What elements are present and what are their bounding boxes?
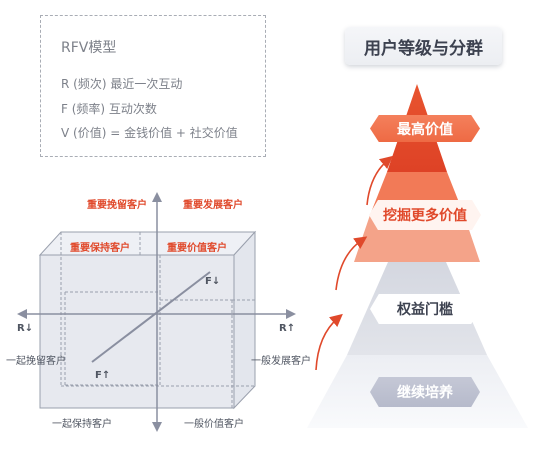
cube-internal-lines	[60, 232, 255, 408]
rfv-line-r: R (频次) 最近一次互动	[61, 77, 183, 91]
label-f-up: F↑	[95, 370, 111, 381]
tier-benefit-threshold: 权益门槛	[370, 294, 480, 324]
tier-top-value: 最高价值	[370, 115, 480, 142]
rfv-legend-box: RFV模型 R (频次) 最近一次互动 F (频率) 互动次数 V (价值) =…	[40, 15, 266, 157]
rfv-line-v: V (价值) = 金钱价值 + 社交价值	[61, 126, 238, 140]
label-f-down: F↓	[205, 276, 221, 287]
cube-front-face	[39, 254, 235, 409]
label-r-up: R↑	[279, 323, 296, 334]
tier-mine-more-value: 挖掘更多价值	[369, 200, 481, 230]
label-general-keep: 一起保持客户	[52, 419, 112, 430]
cube	[38, 230, 257, 410]
label-important-value: 重要价值客户	[167, 243, 227, 254]
pyramid-title: 用户等级与分群	[345, 27, 502, 65]
tier-continue-nurture: 继续培养	[370, 377, 480, 407]
rfv-line-f: F (频率) 互动次数	[61, 102, 157, 116]
rfv-title: RFV模型	[61, 40, 117, 56]
cube-side-face	[233, 230, 256, 410]
label-general-value: 一般价值客户	[184, 419, 244, 430]
label-general-develop: 一般发展客户	[251, 356, 311, 367]
label-important-retain: 重要挽留客户	[87, 200, 147, 211]
growth-arrows	[315, 155, 393, 371]
label-general-retain: 一起挽留客户	[6, 356, 66, 367]
axes	[17, 192, 296, 432]
label-r-down: R↓	[17, 323, 34, 334]
label-important-develop: 重要发展客户	[183, 200, 243, 211]
label-important-keep: 重要保持客户	[70, 243, 130, 254]
